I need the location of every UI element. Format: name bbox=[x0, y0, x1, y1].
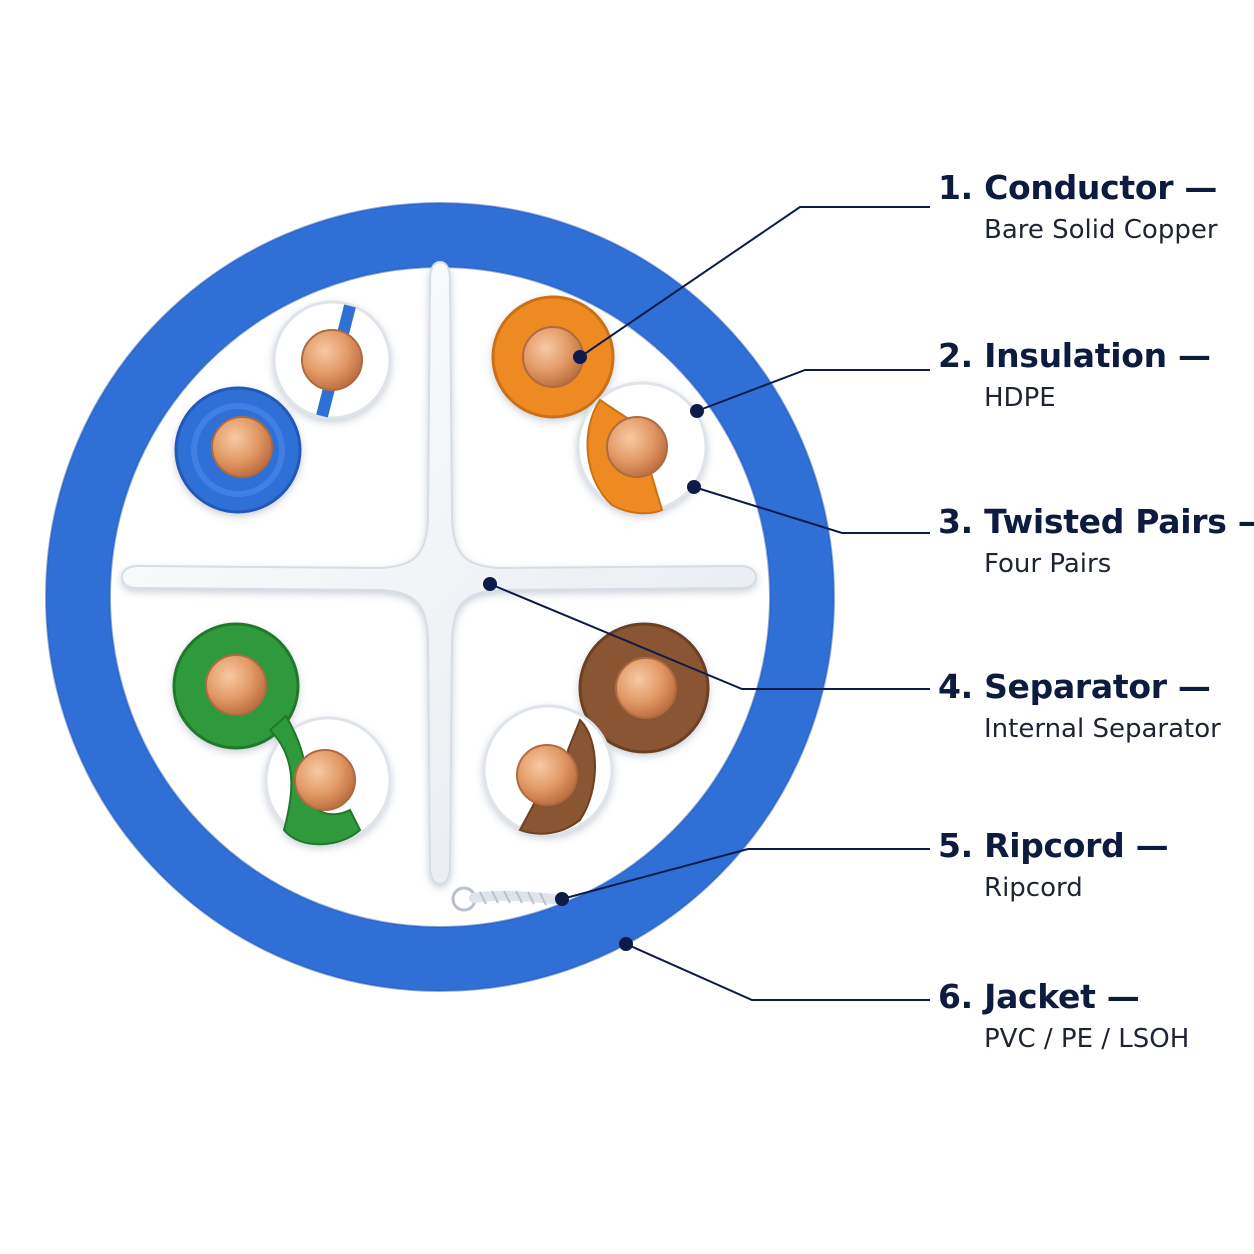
twisted-pair-brown bbox=[482, 622, 710, 836]
conductor-copper bbox=[615, 657, 677, 719]
conductor-copper bbox=[294, 749, 356, 811]
label-jacket-sub: PVC / PE / LSOH bbox=[984, 1024, 1190, 1054]
leader-dot bbox=[483, 577, 497, 591]
conductor-copper bbox=[301, 329, 363, 391]
leader-dot bbox=[573, 350, 587, 364]
leader-line-insulation bbox=[696, 369, 930, 412]
label-insulation-sub: HDPE bbox=[984, 383, 1056, 413]
twisted-pair-green bbox=[172, 622, 392, 846]
leader-line-jacket bbox=[625, 943, 930, 1001]
separator-cross bbox=[120, 260, 758, 886]
ripcord-strand bbox=[469, 890, 565, 905]
conductor-copper bbox=[516, 744, 578, 806]
label-conductor: 1. Conductor — Bare Solid Copper bbox=[938, 168, 1218, 246]
label-separator-title: 4. Separator — bbox=[938, 667, 1211, 706]
leader-line-conductor bbox=[579, 206, 930, 358]
label-ripcord-sub: Ripcord bbox=[984, 873, 1083, 903]
conductor-copper bbox=[606, 416, 668, 478]
twisted-pair-orange bbox=[491, 295, 708, 515]
label-twisted-pairs-sub: Four Pairs bbox=[984, 549, 1112, 579]
insulation-blue-ridge bbox=[191, 403, 285, 497]
leader-line-ripcord bbox=[561, 848, 930, 900]
label-insulation: 2. Insulation — HDPE bbox=[938, 336, 1211, 414]
label-jacket: 6. Jacket — PVC / PE / LSOH bbox=[938, 977, 1189, 1055]
jacket-outer-edge bbox=[45, 202, 835, 992]
conductor-copper bbox=[205, 654, 267, 716]
label-conductor-title: 1. Conductor — bbox=[938, 168, 1218, 207]
leader-line-separator bbox=[489, 583, 930, 690]
leader-line-twisted-pairs bbox=[693, 486, 930, 534]
label-jacket-title: 6. Jacket — bbox=[938, 977, 1140, 1016]
label-twisted-pairs-title: 3. Twisted Pairs — bbox=[938, 502, 1254, 541]
leader-dots bbox=[483, 350, 704, 951]
leader-dot bbox=[687, 480, 701, 494]
label-separator: 4. Separator — Internal Separator bbox=[938, 667, 1221, 745]
leader-dot bbox=[619, 937, 633, 951]
label-insulation-title: 2. Insulation — bbox=[938, 336, 1211, 375]
jacket-ring bbox=[46, 203, 834, 991]
ripcord bbox=[451, 886, 565, 912]
ripcord-twist bbox=[479, 890, 547, 906]
separator bbox=[120, 260, 758, 886]
label-separator-sub: Internal Separator bbox=[984, 714, 1221, 744]
leader-dot bbox=[690, 404, 704, 418]
leader-lines bbox=[489, 206, 930, 1001]
leader-dot bbox=[555, 892, 569, 906]
twisted-pair-blue bbox=[174, 300, 392, 514]
label-conductor-sub: Bare Solid Copper bbox=[984, 215, 1218, 245]
conductor-copper bbox=[211, 416, 273, 478]
label-twisted-pairs: 3. Twisted Pairs — Four Pairs bbox=[938, 502, 1254, 580]
label-ripcord-title: 5. Ripcord — bbox=[938, 826, 1169, 865]
label-ripcord: 5. Ripcord — Ripcord bbox=[938, 826, 1169, 904]
